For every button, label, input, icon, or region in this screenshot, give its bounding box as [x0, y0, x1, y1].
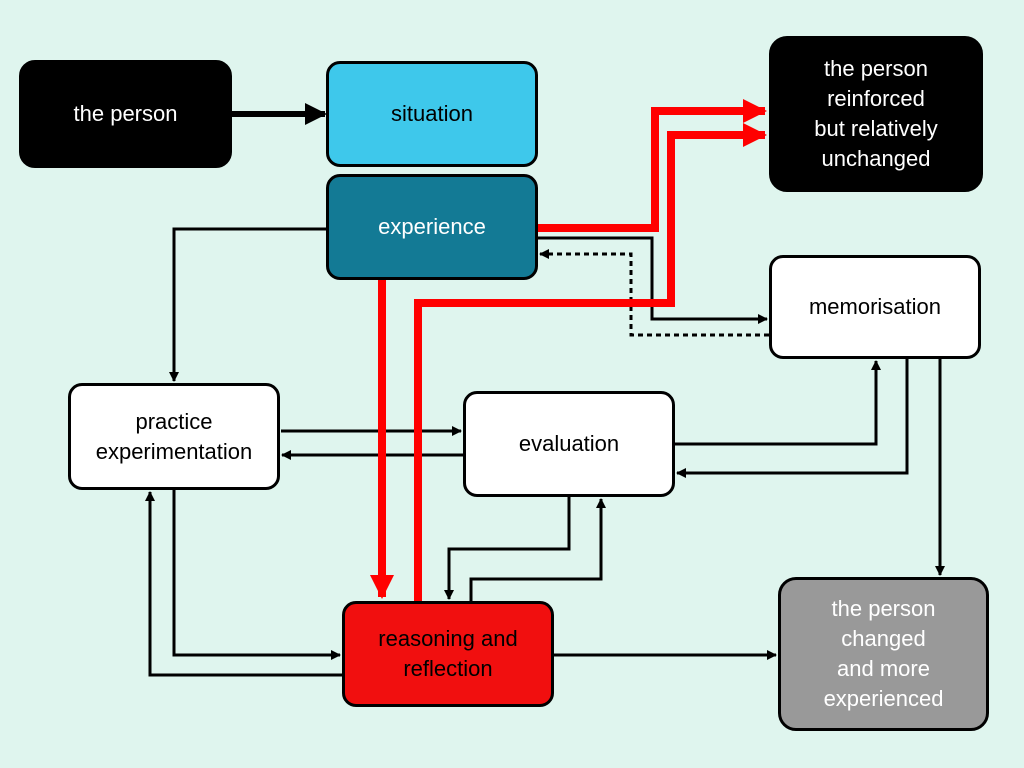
red-arrow-reasoning-to-reinforced [414, 123, 767, 601]
red-arrow-experience-to-reinforced [538, 99, 767, 232]
arrow-evaluation-to-memorisation [675, 360, 881, 446]
arrow-evaluation-to-reasoning [444, 497, 571, 600]
node-person-changed: the person changed and more experienced [778, 577, 989, 731]
arrow-experience-to-memorisation [538, 236, 768, 324]
arrow-reasoning-to-evaluation [469, 498, 606, 601]
arrow-practice-to-reasoning [172, 490, 341, 660]
node-evaluation: evaluation [463, 391, 675, 497]
node-reasoning-and-reflection: reasoning and reflection [342, 601, 554, 707]
arrow-reasoning-to-practice [145, 491, 342, 677]
node-situation: situation [326, 61, 538, 167]
node-the-person: the person [19, 60, 232, 168]
node-memorisation: memorisation [769, 255, 981, 359]
node-person-reinforced: the person reinforced but relatively unc… [769, 36, 983, 192]
node-practice-experimentation: practice experimentation [68, 383, 280, 490]
arrow-experience-to-practice [169, 227, 326, 382]
arrow-memorisation-to-experience-dotted [539, 249, 769, 337]
node-experience: experience [326, 174, 538, 280]
arrow-memorisation-to-evaluation [676, 359, 909, 478]
